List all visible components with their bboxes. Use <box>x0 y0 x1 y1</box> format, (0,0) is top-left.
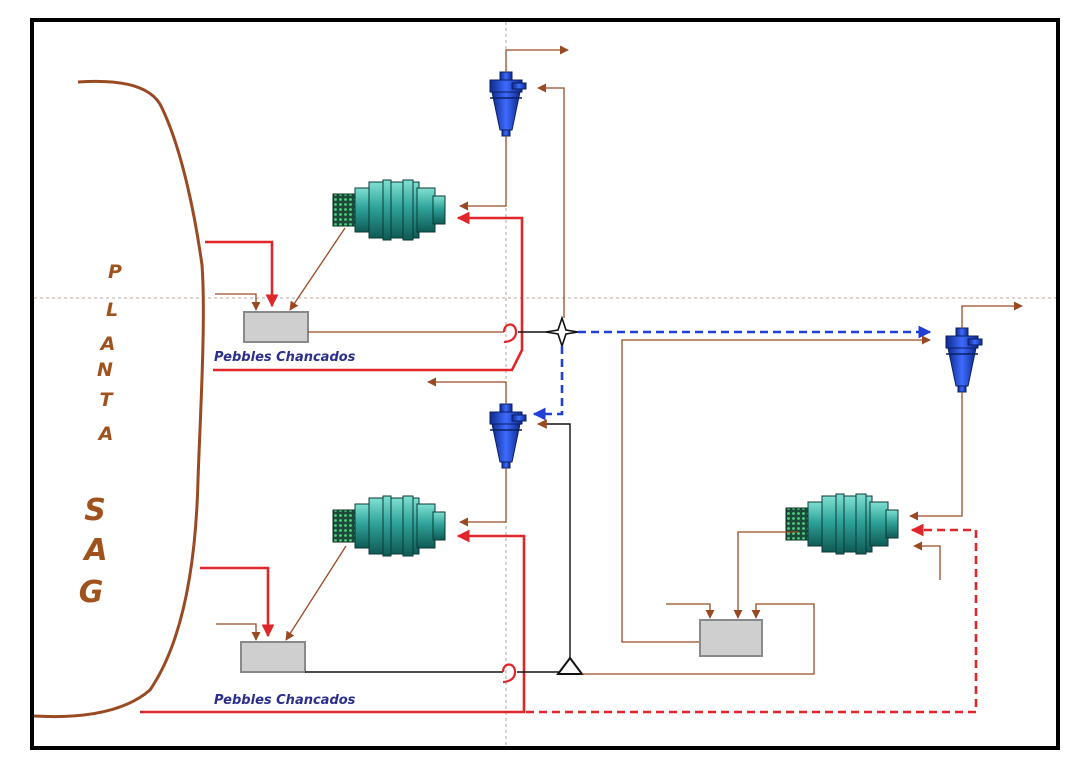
plant-letter-2: L <box>106 299 118 321</box>
third-cyclone-overflow-line <box>961 301 1023 328</box>
lower-pebbles-feed-line <box>216 623 261 641</box>
plant-letter-4: N <box>97 359 113 381</box>
upper-pebbles-label: Pebbles Chancados <box>214 350 356 365</box>
upper-ball-mill-icon <box>332 179 446 241</box>
plant-letter-9: G <box>79 575 104 610</box>
diagram-frame <box>30 18 1060 750</box>
upper-mill-feed-line <box>213 211 524 372</box>
third-box-feed-line <box>582 603 815 675</box>
triangle-icon <box>556 656 584 675</box>
plant-label: P L A N T A S A G <box>79 261 122 610</box>
plant-letter-1: P <box>108 261 122 283</box>
upper-cyclone-feed-line <box>537 83 565 318</box>
third-mill-discharge-line <box>733 531 798 619</box>
transfer-to-lower-cyclone-line <box>532 346 564 421</box>
lower-mill-discharge-line <box>285 545 347 641</box>
third-pebbles-box-icon <box>699 619 763 657</box>
plant-letter-8: A <box>82 533 107 568</box>
third-ball-mill-icon <box>785 493 899 555</box>
upper-pebbles-box-icon <box>243 311 309 343</box>
sag-plant-outline <box>33 79 205 719</box>
third-hydrocyclone-icon <box>945 327 983 393</box>
lower-mill-feed-line <box>140 529 526 714</box>
upper-crossover-icon <box>502 323 518 344</box>
lower-cyclone-feed-line <box>537 419 571 658</box>
third-box-water-line <box>666 603 715 619</box>
lower-pebbles-label: Pebbles Chancados <box>214 693 356 708</box>
upper-mill-discharge-line <box>289 227 346 311</box>
lower-cyclone-overflow-line <box>427 377 507 404</box>
upper-cyclone-overflow-line <box>505 45 569 72</box>
lower-ball-mill-icon <box>332 495 446 557</box>
lower-hydrocyclone-icon <box>489 403 527 469</box>
plant-letter-7: S <box>84 493 106 528</box>
upper-pebbles-feed-line <box>215 293 261 311</box>
plant-letter-6: A <box>97 423 114 445</box>
lower-pebbles-box-icon <box>240 641 306 673</box>
third-mill-return-line <box>526 523 978 714</box>
lower-cyclone-underflow-line <box>459 468 507 527</box>
upper-cyclone-underflow-line <box>459 136 507 211</box>
upper-hydrocyclone-icon <box>489 71 527 137</box>
plant-letter-3: A <box>99 333 116 355</box>
upper-feed-line <box>205 240 279 308</box>
splitter-icon <box>545 315 579 349</box>
third-mill-water-line <box>913 541 941 580</box>
lower-crossover-icon <box>501 663 517 684</box>
third-cyclone-underflow-line <box>909 392 963 521</box>
plant-letter-5: T <box>100 389 115 411</box>
third-cyclone-feed-line <box>621 335 931 643</box>
lower-feed-line <box>200 566 275 638</box>
